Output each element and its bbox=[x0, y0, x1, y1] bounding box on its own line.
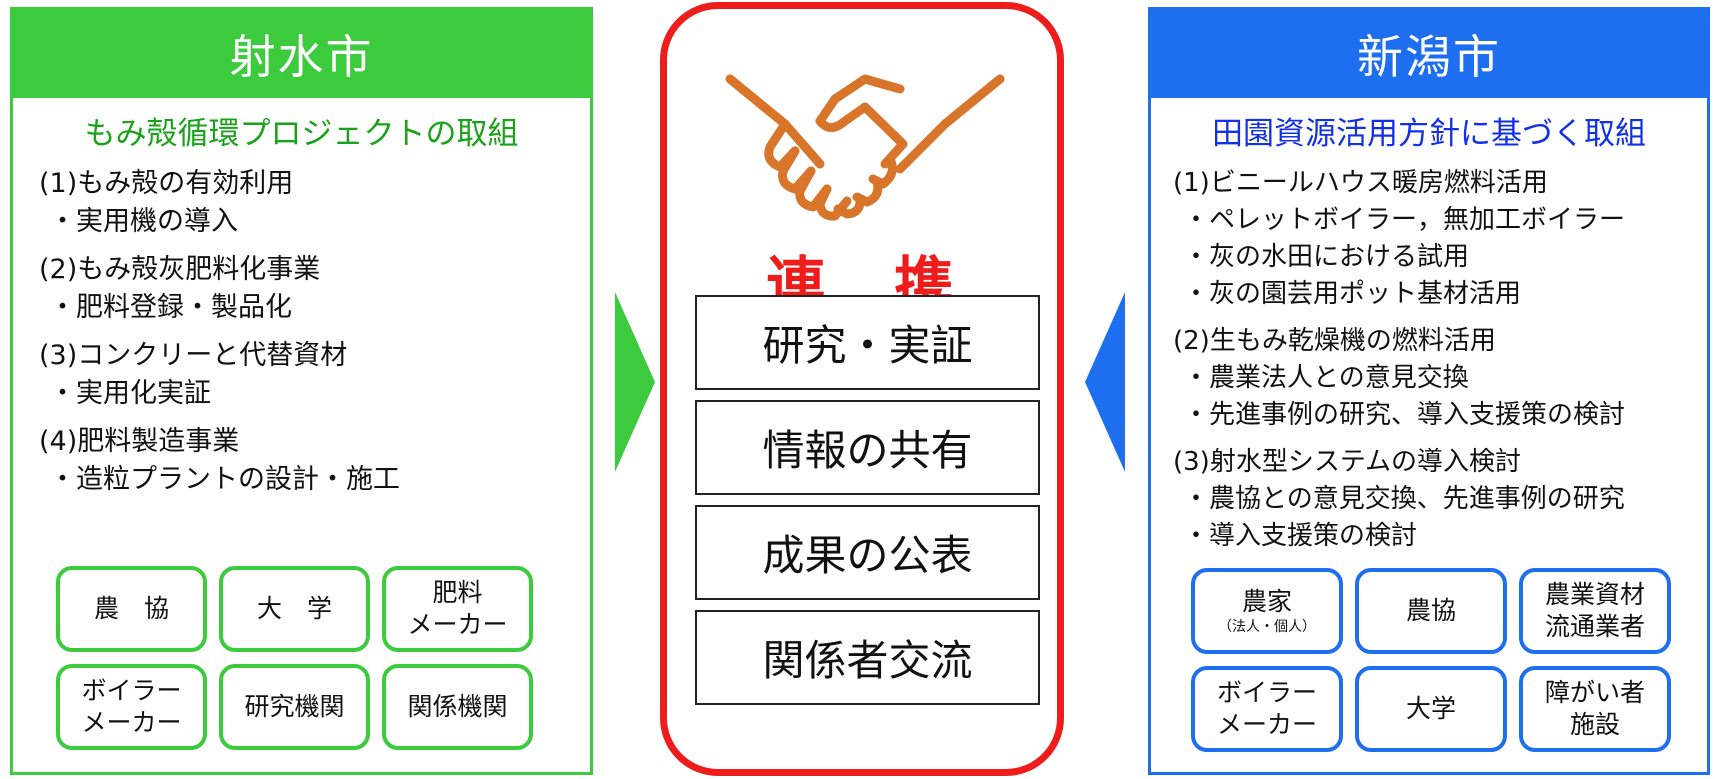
section-title: (2)もみ殻灰肥料化事業 bbox=[39, 254, 321, 285]
niigata-stakeholder-grid: 農家 （法人・個人） 農協 農業資材流通業者 ボイラーメーカー 大学 障がい者施設 bbox=[1191, 568, 1671, 752]
imizu-header: 射水市 bbox=[13, 10, 590, 98]
collaboration-item-label: 関係者交流 bbox=[762, 636, 973, 685]
stakeholder-box: 農協 bbox=[1355, 568, 1507, 654]
left-pointing-arrow-icon bbox=[1085, 292, 1125, 472]
section-item: ・先進事例の研究、導入支援策の検討 bbox=[1183, 400, 1626, 430]
section-item: ・肥料登録・製品化 bbox=[49, 292, 292, 323]
stakeholder-label: 関係機関 bbox=[407, 692, 508, 721]
collaboration-item: 関係者交流 bbox=[695, 610, 1040, 705]
section-item: ・灰の水田における試用 bbox=[1183, 242, 1470, 272]
stakeholder-box: 研究機関 bbox=[219, 664, 370, 750]
stakeholder-note: （法人・個人） bbox=[1218, 619, 1316, 635]
niigata-header: 新潟市 bbox=[1151, 10, 1707, 98]
handshake-icon bbox=[725, 74, 1005, 221]
stakeholder-box: 関係機関 bbox=[382, 664, 533, 750]
collaboration-item: 研究・実証 bbox=[695, 295, 1040, 390]
stakeholder-box: 農家 （法人・個人） bbox=[1191, 568, 1343, 654]
imizu-section: (3)コンクリーと代替資材 ・実用化実証 bbox=[39, 337, 590, 413]
imizu-subtitle: もみ殻循環プロジェクトの取組 bbox=[84, 116, 519, 152]
collaboration-item: 情報の共有 bbox=[695, 400, 1040, 495]
stakeholder-label: 流通業者 bbox=[1544, 612, 1645, 641]
stakeholder-label: 障がい者 bbox=[1544, 678, 1645, 707]
stakeholder-box: 肥料メーカー bbox=[382, 566, 533, 652]
stakeholder-label: 研究機関 bbox=[244, 692, 345, 721]
stakeholder-label: 大学 bbox=[1405, 694, 1456, 723]
collaboration-item-label: 研究・実証 bbox=[762, 321, 973, 370]
section-title: (1)ビニールハウス暖房燃料活用 bbox=[1173, 168, 1548, 198]
niigata-subtitle: 田園資源活用方針に基づく取組 bbox=[1212, 116, 1646, 152]
section-title: (3)射水型システムの導入検討 bbox=[1173, 447, 1522, 477]
imizu-sections: (1)もみ殻の有効利用 ・実用機の導入 (2)もみ殻灰肥料化事業 ・肥料登録・製… bbox=[13, 165, 590, 499]
stakeholder-label: 大 学 bbox=[256, 594, 332, 623]
stakeholder-label: メーカー bbox=[1216, 710, 1317, 739]
stakeholder-label: 農業資材 bbox=[1544, 580, 1645, 609]
niigata-panel: 新潟市 田園資源活用方針に基づく取組 (1)ビニールハウス暖房燃料活用 ・ペレッ… bbox=[1148, 7, 1710, 775]
collaboration-item: 成果の公表 bbox=[695, 505, 1040, 600]
imizu-panel: 射水市 もみ殻循環プロジェクトの取組 (1)もみ殻の有効利用 ・実用機の導入 (… bbox=[10, 7, 593, 775]
stakeholder-label: 施設 bbox=[1569, 710, 1620, 739]
section-item: ・農協との意見交換、先進事例の研究 bbox=[1183, 484, 1625, 514]
imizu-section: (1)もみ殻の有効利用 ・実用機の導入 bbox=[39, 165, 590, 241]
stakeholder-label: 農家 bbox=[1241, 587, 1292, 616]
stakeholder-box: ボイラーメーカー bbox=[1191, 666, 1343, 752]
section-item: ・実用化実証 bbox=[49, 378, 211, 409]
section-item: ・導入支援策の検討 bbox=[1183, 521, 1418, 551]
section-title: (1)もみ殻の有効利用 bbox=[39, 168, 294, 199]
niigata-sections: (1)ビニールハウス暖房燃料活用 ・ペレットボイラー，無加工ボイラー ・灰の水田… bbox=[1151, 165, 1707, 555]
section-title: (4)肥料製造事業 bbox=[39, 426, 240, 457]
section-item: ・ペレットボイラー，無加工ボイラー bbox=[1183, 205, 1626, 235]
stakeholder-label: メーカー bbox=[407, 610, 508, 639]
stakeholder-box: 大学 bbox=[1355, 666, 1507, 752]
niigata-header-title: 新潟市 bbox=[1357, 30, 1501, 84]
imizu-section: (2)もみ殻灰肥料化事業 ・肥料登録・製品化 bbox=[39, 251, 590, 327]
section-item: ・灰の園芸用ポット基材活用 bbox=[1183, 279, 1522, 309]
collaboration-item-label: 情報の共有 bbox=[762, 426, 973, 475]
stakeholder-label: ボイラー bbox=[1216, 678, 1317, 707]
section-item: ・造粒プラントの設計・施工 bbox=[49, 464, 400, 495]
section-item: ・農業法人との意見交換 bbox=[1183, 363, 1469, 393]
niigata-section: (2)生もみ乾燥機の燃料活用 ・農業法人との意見交換 ・先進事例の研究、導入支援… bbox=[1173, 323, 1707, 434]
collaboration-item-label: 成果の公表 bbox=[762, 531, 973, 580]
stakeholder-label: 肥料 bbox=[432, 578, 483, 607]
niigata-section: (1)ビニールハウス暖房燃料活用 ・ペレットボイラー，無加工ボイラー ・灰の水田… bbox=[1173, 165, 1707, 313]
section-title: (2)生もみ乾燥機の燃料活用 bbox=[1173, 326, 1496, 356]
stakeholder-box: ボイラーメーカー bbox=[56, 664, 207, 750]
stakeholder-box: 大 学 bbox=[219, 566, 370, 652]
collaboration-panel: 連 携 研究・実証 情報の共有 成果の公表 関係者交流 bbox=[660, 2, 1064, 776]
section-item: ・実用機の導入 bbox=[49, 206, 238, 237]
stakeholder-box: 農業資材流通業者 bbox=[1519, 568, 1671, 654]
right-pointing-arrow-icon bbox=[615, 292, 655, 472]
imizu-section: (4)肥料製造事業 ・造粒プラントの設計・施工 bbox=[39, 423, 590, 499]
stakeholder-label: メーカー bbox=[81, 708, 182, 737]
imizu-header-title: 射水市 bbox=[229, 30, 374, 84]
niigata-section: (3)射水型システムの導入検討 ・農協との意見交換、先進事例の研究 ・導入支援策… bbox=[1173, 444, 1707, 555]
stakeholder-box: 障がい者施設 bbox=[1519, 666, 1671, 752]
imizu-stakeholder-grid: 農 協 大 学 肥料メーカー ボイラーメーカー 研究機関 関係機関 bbox=[56, 566, 533, 750]
stakeholder-box: 農 協 bbox=[56, 566, 207, 652]
stakeholder-label: 農 協 bbox=[93, 594, 169, 623]
stakeholder-label: ボイラー bbox=[81, 676, 182, 705]
section-title: (3)コンクリーと代替資材 bbox=[39, 340, 348, 371]
stakeholder-label: 農協 bbox=[1405, 596, 1456, 625]
